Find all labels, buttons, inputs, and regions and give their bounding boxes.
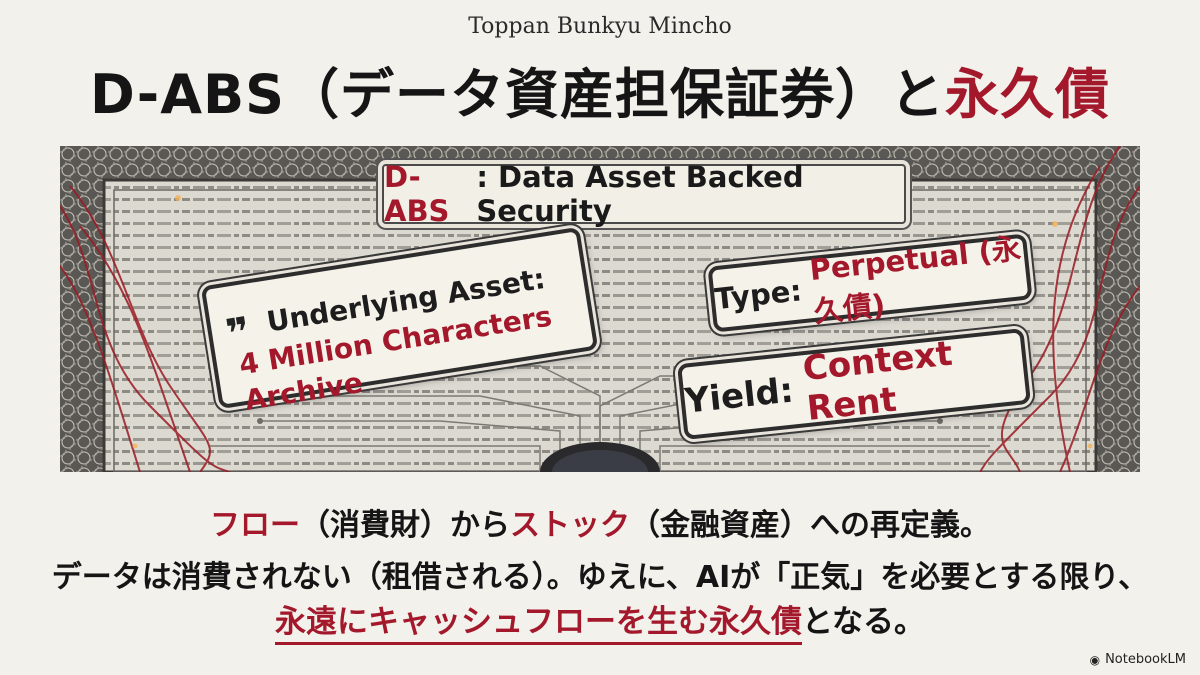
perpetual-bond-phrase: 永遠にキャッシュフローを生む永久債: [274, 604, 802, 645]
type-label: Type:: [713, 273, 804, 317]
notebooklm-logo-icon: ◉: [1089, 652, 1101, 667]
page-title: D-ABS（データ資産担保証券）と永久債: [0, 50, 1200, 129]
flow-term: フロー: [210, 508, 300, 543]
yield-label: Yield:: [682, 370, 796, 422]
body-line-3: 永遠にキャッシュフローを生む永久債となる。: [0, 596, 1200, 645]
security-title-banner: D-ABS : Data Asset Backed Security: [382, 160, 906, 228]
title-main: D-ABS（データ資産担保証券）と: [89, 63, 946, 126]
banner-abbrev: D-ABS: [384, 160, 450, 228]
conclusion-suffix: となる。: [801, 604, 926, 640]
body-line-1: フロー（消費財）からストック（金融資産）への再定義。: [0, 500, 1200, 544]
stock-desc: （金融資産）への再定義。: [630, 508, 990, 543]
certificate-illustration: D-ABS: Data Asset Backed Security ❞ Unde…: [60, 146, 1140, 472]
body-line-2: データは消費されない（租借される）。ゆえに、AIが「正気」を必要とする限り、: [51, 560, 1149, 595]
font-label: Toppan Bunkyu Mincho: [468, 14, 732, 39]
banner-full-name: : Data Asset Backed Security: [476, 160, 804, 228]
stock-term: ストック: [510, 508, 630, 543]
flow-desc: （消費財）から: [300, 508, 510, 543]
brand-label: NotebookLM: [1105, 652, 1186, 667]
notebooklm-watermark: ◉ NotebookLM: [1090, 652, 1186, 667]
title-accent: 永久債: [945, 63, 1111, 126]
